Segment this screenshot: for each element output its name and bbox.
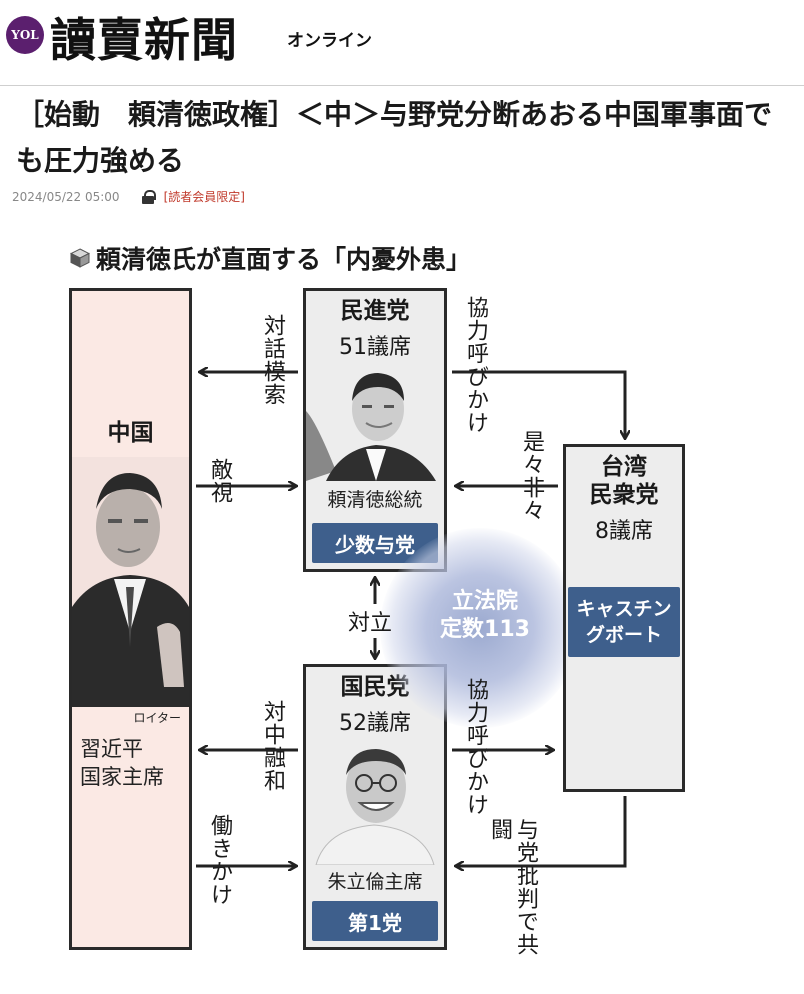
lai-caption: 頼清徳総統 bbox=[327, 489, 423, 511]
members-only-badge: [読者会員限定] bbox=[163, 190, 245, 204]
brand-subtitle: オンライン bbox=[287, 31, 372, 51]
tpp-seats: 8議席 bbox=[595, 519, 653, 544]
chu-caption: 朱立倫主席 bbox=[327, 871, 423, 893]
tpp-title-line1: 台湾 bbox=[601, 454, 647, 480]
label-kmt-coop-call: 協力呼びかけ bbox=[463, 678, 488, 816]
masthead: YOL 讀賣新聞 オンライン bbox=[0, 0, 804, 86]
casting-vote-tag: キャスチン グボート bbox=[568, 587, 680, 657]
photo-credit: ロイター bbox=[133, 711, 181, 725]
article-date: 2024/05/22 05:00 bbox=[12, 189, 120, 204]
xi-portrait bbox=[72, 457, 189, 707]
largest-party-tag: 第1党 bbox=[312, 901, 438, 941]
xi-photo bbox=[72, 457, 189, 707]
label-outreach: 働きかけ bbox=[207, 814, 232, 906]
xi-name: 習近平 bbox=[80, 737, 143, 761]
label-china-appeasement: 対中融和 bbox=[260, 700, 285, 792]
tpp-box: 台湾 民衆党 8議席 キャスチン グボート bbox=[563, 444, 685, 792]
legislature-name: 立法院 bbox=[451, 589, 518, 614]
casting-vote-line1: キャスチン bbox=[576, 598, 672, 620]
lai-portrait bbox=[306, 373, 436, 481]
brand-logo[interactable]: 讀賣新聞 bbox=[50, 13, 238, 67]
lock-icon bbox=[141, 189, 156, 204]
dpp-title: 民進党 bbox=[340, 298, 410, 324]
label-opposition: 対立 bbox=[348, 611, 393, 636]
chu-photo bbox=[306, 737, 444, 865]
article-meta: 2024/05/22 05:00 [読者会員限定] bbox=[12, 188, 245, 205]
label-dialogue: 対話模索 bbox=[260, 314, 285, 406]
diagram-title-text: 頼清徳氏が直面する「内憂外患」 bbox=[96, 245, 472, 274]
kmt-seats: 52議席 bbox=[339, 711, 411, 736]
article-title: ［始動 頼清徳政権］＜中＞与野党分断あおる中国軍事面でも圧力強める bbox=[16, 98, 773, 177]
label-joint-criticism: 与党批判で共闘 bbox=[487, 818, 538, 956]
tpp-title-line2: 民衆党 bbox=[589, 482, 659, 508]
lai-photo bbox=[306, 361, 444, 481]
yol-logo[interactable]: YOL bbox=[6, 16, 44, 54]
legislature-glow bbox=[380, 528, 580, 728]
dpp-seats: 51議席 bbox=[339, 335, 411, 360]
legislature-label: 立法院 定数113 bbox=[430, 588, 540, 644]
label-case-by-case: 是々非々 bbox=[519, 430, 544, 522]
dpp-box: 民進党 51議席 頼清徳総統 少数与党 bbox=[303, 288, 447, 572]
kmt-box: 国民党 52議席 朱立倫主席 第1党 bbox=[303, 664, 447, 950]
cube-icon bbox=[70, 248, 90, 268]
china-title: 中国 bbox=[107, 420, 154, 446]
xi-role: 国家主席 bbox=[80, 765, 164, 789]
label-hostility: 敵視 bbox=[207, 458, 232, 504]
casting-vote-line2: グボート bbox=[585, 624, 662, 646]
label-dpp-coop-call: 協力呼びかけ bbox=[463, 296, 488, 434]
china-box: 中国 ロイター 習近平 国家主席 bbox=[69, 288, 192, 950]
diagram-title: 頼清徳氏が直面する「内憂外患」 bbox=[70, 240, 471, 276]
legislature-seats: 定数113 bbox=[440, 617, 530, 642]
chu-portrait bbox=[315, 749, 435, 865]
